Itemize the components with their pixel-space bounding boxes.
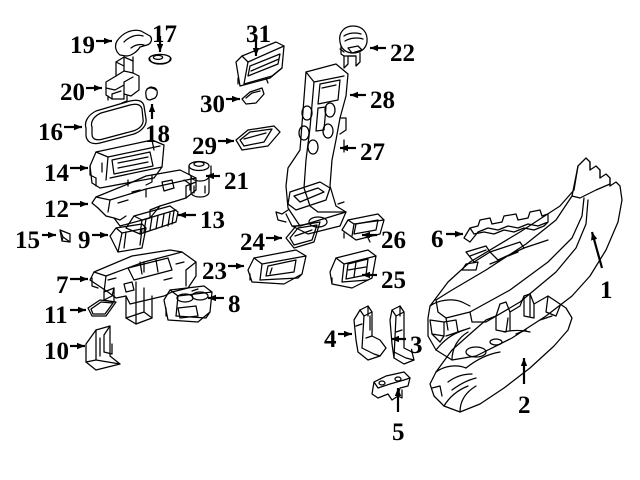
callout-number-21[interactable]: 21	[224, 168, 249, 195]
part-armrest-frame	[89, 139, 165, 189]
callout-number-6[interactable]: 6	[431, 226, 444, 253]
callout-number-17[interactable]: 17	[152, 21, 177, 48]
callout-number-25[interactable]: 25	[381, 267, 406, 294]
callout-number-10[interactable]: 10	[44, 338, 69, 365]
part-console-rail-trim	[91, 169, 197, 227]
callout-number-19[interactable]: 19	[70, 32, 95, 59]
part-side-panel-bracket	[85, 325, 121, 371]
callout-number-4[interactable]: 4	[324, 326, 337, 353]
callout-number-27[interactable]: 27	[360, 139, 385, 166]
part-vent-grille-panel	[235, 41, 285, 87]
part-trim-sliver	[241, 87, 265, 105]
part-trim-cover-curved	[114, 29, 153, 57]
callout-number-9[interactable]: 9	[78, 227, 91, 254]
part-storage-tray-deep	[247, 249, 307, 285]
callout-number-3[interactable]: 3	[410, 332, 423, 359]
part-retainer-strap	[371, 371, 411, 401]
part-ashtray-cup	[188, 160, 212, 198]
part-console-lower-bracket	[429, 293, 573, 413]
part-tray-lid	[341, 213, 385, 243]
part-storage-bin-small	[109, 223, 147, 253]
callout-number-14[interactable]: 14	[44, 160, 69, 187]
part-knob-shifter	[339, 25, 368, 69]
part-console-bracket-upper	[105, 56, 140, 104]
part-ribbed-mat	[125, 205, 179, 235]
callout-number-15[interactable]: 15	[15, 227, 40, 254]
part-armrest-lid	[84, 99, 147, 145]
part-divided-bin	[329, 249, 377, 289]
part-cap-plug-small	[145, 86, 158, 101]
callout-number-23[interactable]: 23	[202, 258, 227, 285]
callout-number-24[interactable]: 24	[240, 229, 265, 256]
part-mat-rectangular	[235, 125, 281, 151]
callout-number-12[interactable]: 12	[44, 196, 69, 223]
part-cap-plug-top	[148, 53, 172, 65]
part-console-main-body	[427, 157, 623, 361]
callout-number-8[interactable]: 8	[228, 291, 241, 318]
part-flat-pad	[87, 299, 117, 317]
part-flat-tray-insert	[285, 221, 321, 249]
callout-number-2[interactable]: 2	[518, 392, 531, 419]
callout-number-18[interactable]: 18	[145, 121, 170, 148]
callout-number-16[interactable]: 16	[38, 119, 63, 146]
callout-number-30[interactable]: 30	[200, 91, 225, 118]
part-console-trim-strip	[463, 209, 549, 243]
part-small-bracket-left	[353, 305, 387, 361]
callout-number-5[interactable]: 5	[392, 419, 405, 446]
callout-number-20[interactable]: 20	[60, 79, 85, 106]
callout-number-28[interactable]: 28	[370, 87, 395, 114]
callout-number-1[interactable]: 1	[600, 277, 613, 304]
callout-number-31[interactable]: 31	[246, 21, 271, 48]
callout-number-13[interactable]: 13	[200, 207, 225, 234]
part-clip-wedge	[59, 229, 71, 243]
part-cup-holder-insert	[163, 285, 213, 323]
part-shift-bezel-panel	[275, 63, 349, 235]
callout-number-7[interactable]: 7	[56, 272, 69, 299]
callout-leader-1	[590, 231, 604, 269]
callout-number-26[interactable]: 26	[381, 227, 406, 254]
callout-number-11[interactable]: 11	[44, 302, 68, 329]
callout-number-22[interactable]: 22	[390, 40, 415, 67]
callout-number-29[interactable]: 29	[192, 133, 217, 160]
part-console-frame-bracket	[89, 249, 197, 325]
